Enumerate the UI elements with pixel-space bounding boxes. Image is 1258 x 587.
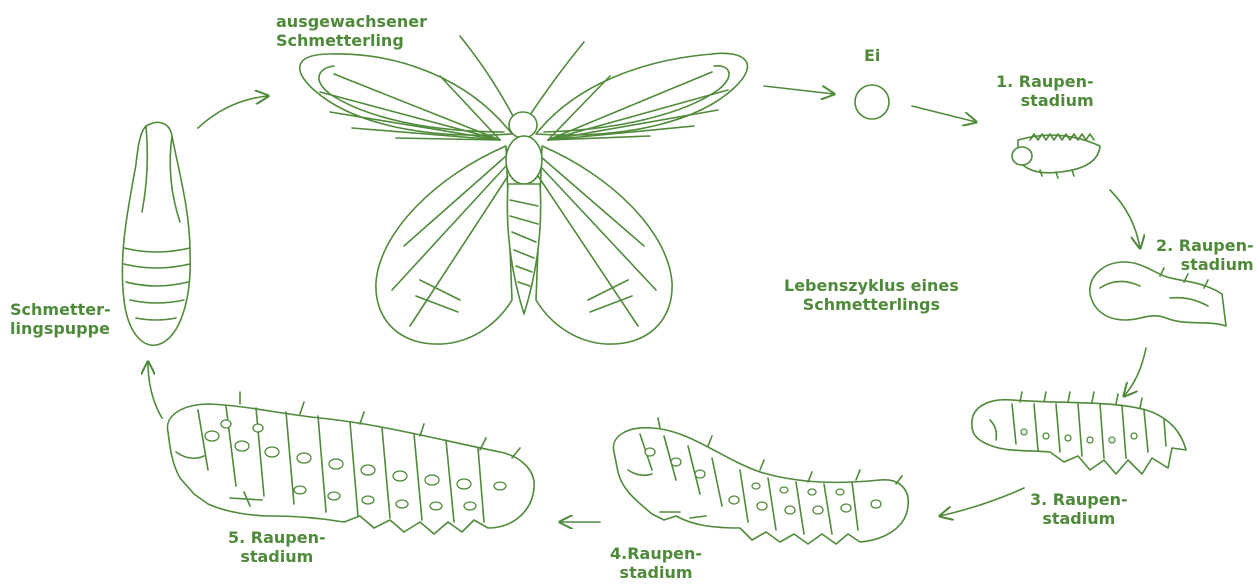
stage-label-pupa: Schmetter- lingspuppe <box>10 300 111 338</box>
pupa-illustration <box>122 122 190 345</box>
larva-stage-1-illustration <box>1012 134 1100 178</box>
stage-label-larva4: 4.Raupen- stadium <box>610 544 702 582</box>
larva-stage-3-illustration <box>972 392 1186 474</box>
stage-label-larva3: 3. Raupen- stadium <box>1030 490 1128 528</box>
arrow-pupa-to-adult <box>198 96 268 128</box>
arrow-larva1-to-larva2 <box>1110 190 1140 248</box>
butterfly-illustration <box>300 36 748 344</box>
larva-stage-5-illustration <box>167 392 534 534</box>
stage-label-egg: Ei <box>864 46 880 65</box>
stage-label-larva5: 5. Raupen- stadium <box>228 528 326 566</box>
arrow-larva2-to-larva3 <box>1124 348 1146 396</box>
arrow-larva3-to-larva4 <box>940 488 1024 516</box>
arrow-egg-to-larva1 <box>912 106 976 122</box>
arrow-larva5-to-pupa <box>148 362 162 418</box>
egg-illustration <box>855 85 889 119</box>
stage-label-larva1: 1. Raupen- stadium <box>996 72 1094 110</box>
stage-label-adult: ausgewachsener Schmetterling <box>276 12 427 50</box>
larva-stage-4-illustration <box>613 418 908 544</box>
arrow-adult-to-egg <box>764 86 834 94</box>
stage-label-larva2: 2. Raupen- stadium <box>1156 236 1254 274</box>
diagram-title: Lebenszyklus eines Schmetterlings <box>784 276 959 314</box>
